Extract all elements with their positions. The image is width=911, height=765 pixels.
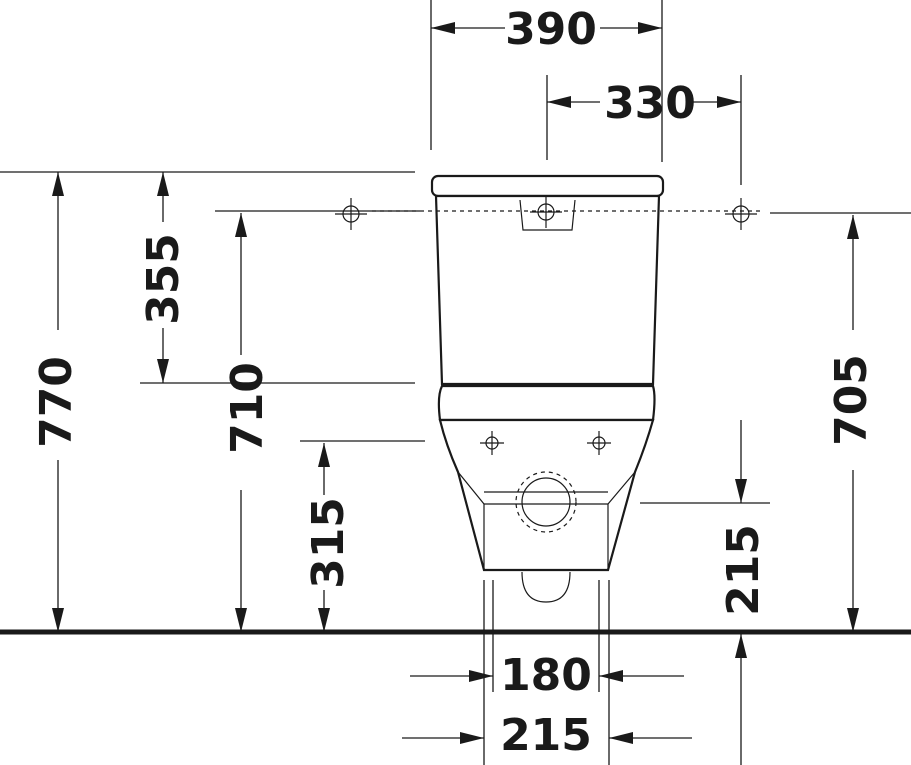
dimension-label-330: 330: [604, 78, 696, 129]
flush-button: [519, 199, 576, 231]
dimension-180: 180: [410, 650, 684, 701]
outlet-inner-circle: [521, 477, 571, 527]
crosshair-icon: [587, 431, 611, 455]
dimension-label-710: 710: [222, 362, 273, 454]
toilet-front-view: [430, 174, 665, 603]
dimension-330: 330: [547, 78, 741, 129]
dimension-label-215-vertical: 215: [718, 524, 769, 616]
outlet-circle: [515, 471, 577, 533]
tank-body: [434, 194, 661, 386]
pedestal-line-right: [607, 471, 636, 505]
crosshair-icon: [725, 198, 757, 230]
dimension-label-355: 355: [138, 233, 189, 325]
dimension-710: 710: [222, 213, 273, 632]
crosshair-icon: [480, 431, 504, 455]
pedestal-line-left: [457, 471, 485, 505]
crosshair-icon: [530, 196, 562, 228]
dimension-770: 770: [31, 172, 82, 632]
dimension-315: 315: [303, 443, 354, 632]
dimension-705: 705: [826, 215, 877, 632]
pedestal-recess: [483, 503, 609, 571]
dimension-215-horizontal: 215: [402, 710, 692, 761]
dimension-215-vertical: 215: [718, 420, 769, 765]
tank-lid: [430, 174, 665, 198]
bowl-rim: [437, 384, 656, 422]
dimension-355: 355: [138, 172, 189, 383]
bowl-body: [438, 418, 655, 572]
dimension-label-705: 705: [826, 354, 877, 446]
dimension-label-315: 315: [303, 497, 354, 589]
outlet-pipe: [521, 571, 571, 603]
dimension-label-215-horizontal: 215: [500, 710, 592, 761]
dimension-label-390: 390: [505, 4, 597, 55]
dimension-390: 390: [431, 4, 662, 55]
dimension-label-770: 770: [31, 356, 82, 448]
dimension-label-180: 180: [500, 650, 592, 701]
crosshair-icon: [335, 198, 367, 230]
